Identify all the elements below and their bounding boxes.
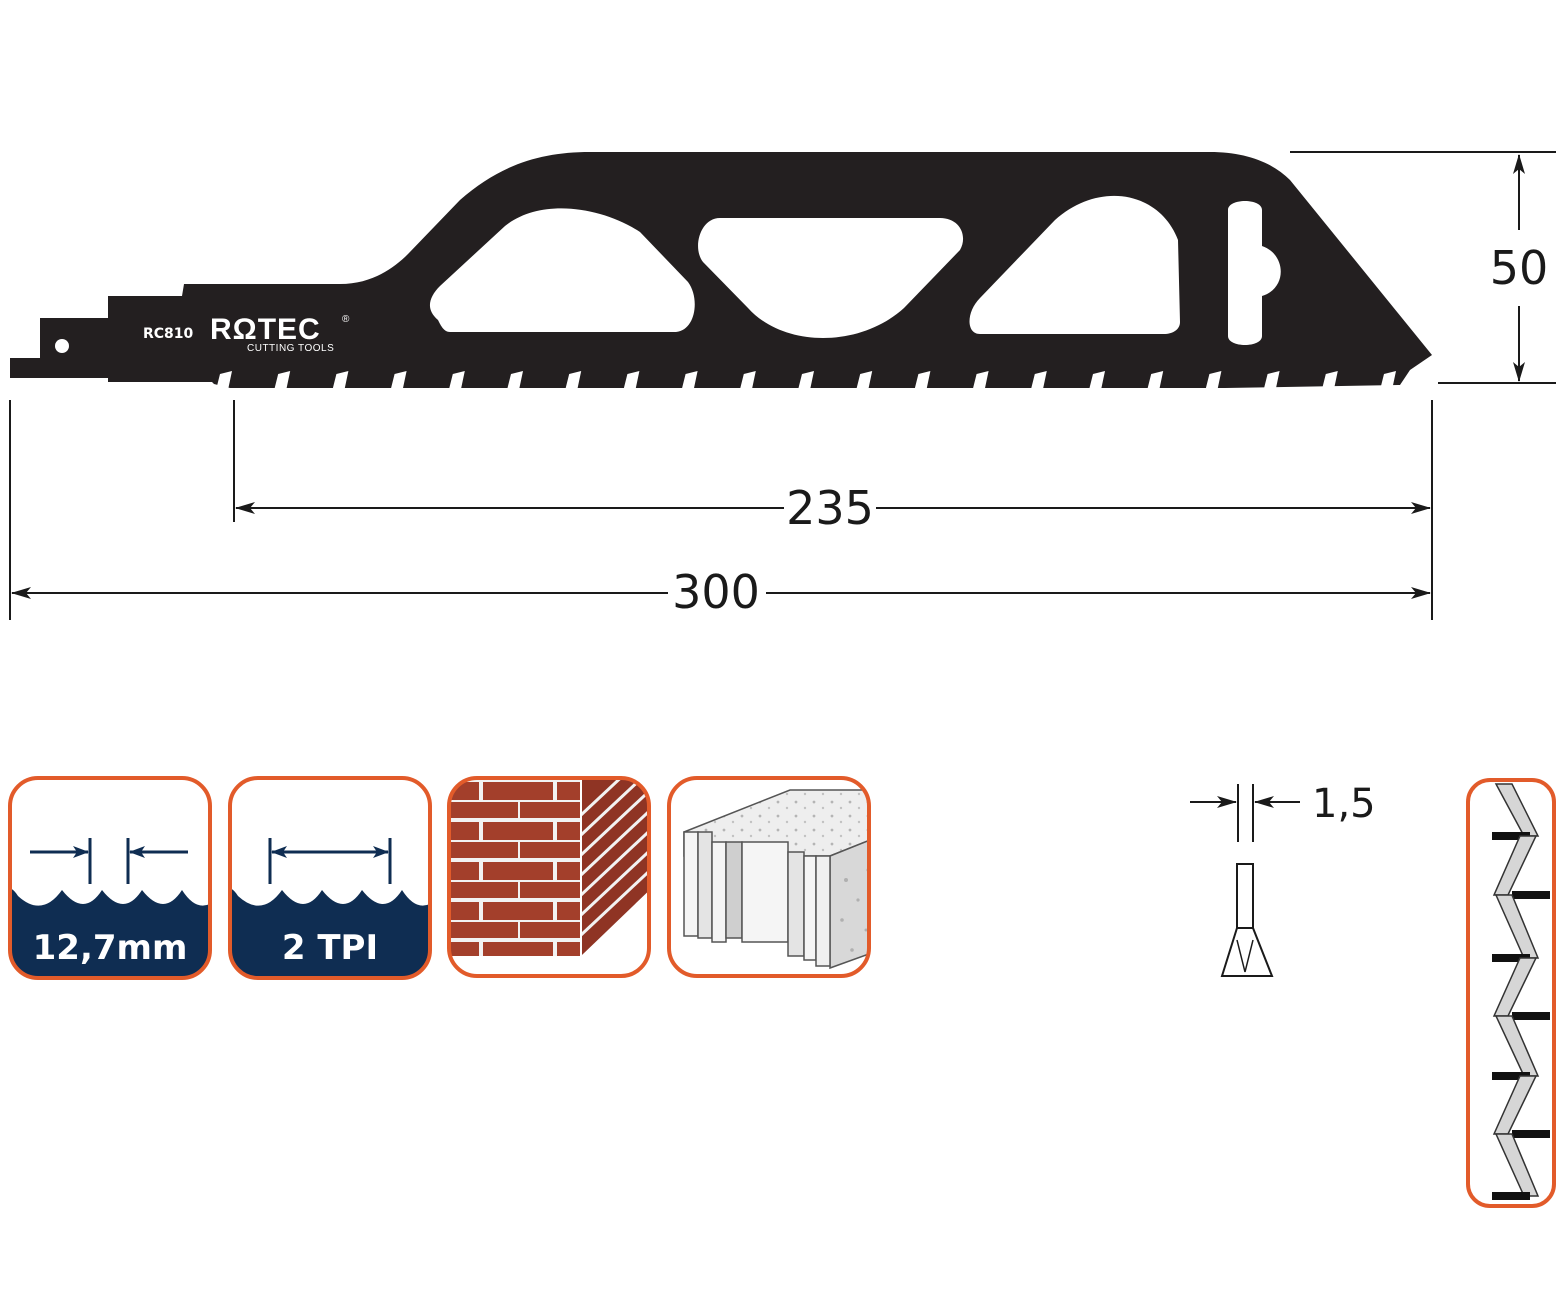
- blade-tooth-gap: [739, 371, 756, 390]
- blade-tooth-gap: [681, 371, 698, 390]
- total-length-dimension: 300: [11, 565, 1431, 619]
- blade-tooth-gap: [856, 371, 873, 390]
- mounting-hole: [55, 339, 69, 353]
- cutting-length-dimension: 235: [235, 481, 1431, 535]
- blade-cutout-left: [429, 208, 695, 332]
- blade-cutout-right: [969, 195, 1180, 334]
- blade-teeth: [216, 371, 1396, 390]
- blade-tooth-gap: [565, 371, 582, 390]
- brand-subtitle: CUTTING TOOLS: [247, 343, 334, 354]
- blade-tooth-gap: [1205, 371, 1222, 390]
- tooth-set-tip: [1492, 1192, 1530, 1200]
- tooth-set-segment: [1494, 1133, 1540, 1197]
- saw-blade: RC810 RΩTEC ® CUTTING TOOLS: [10, 152, 1432, 390]
- blade-tooth-gap: [216, 371, 232, 390]
- blade-tooth-gap: [1089, 371, 1105, 390]
- brand-name: RΩTEC: [210, 313, 321, 346]
- tooth-set-tip: [1512, 1012, 1550, 1020]
- brand-registered: ®: [342, 314, 350, 325]
- height-value: 50: [1490, 241, 1549, 295]
- tooth-set-tip: [1492, 1072, 1530, 1080]
- blade-tooth-gap: [1147, 371, 1164, 390]
- blade-tooth-gap: [1380, 371, 1396, 390]
- cutting-length-value: 235: [786, 481, 874, 535]
- blade-cutout-center: [698, 218, 964, 338]
- brand-logo: RΩTEC ® CUTTING TOOLS: [210, 313, 350, 354]
- blade-tooth-gap: [798, 371, 814, 390]
- blade-tooth-gap: [390, 371, 407, 390]
- thickness-dimension: 1,5: [1190, 781, 1376, 842]
- tooth-set-tip: [1512, 1130, 1550, 1138]
- blade-tooth-gap: [1321, 371, 1338, 390]
- blade-slot: [1228, 201, 1281, 345]
- tooth-set-icon: [1466, 778, 1556, 1208]
- tooth-set-tip: [1512, 891, 1550, 899]
- tooth-set-tip: [1492, 954, 1530, 962]
- blade-code: RC810: [143, 326, 194, 342]
- blade-tooth-gap: [623, 371, 640, 390]
- tooth-pitch-label: 12,7mm: [33, 928, 188, 968]
- tpi-icon: 2 TPI: [228, 776, 432, 980]
- blade-tooth-gap: [507, 371, 523, 390]
- blade-cross-section-icon: [1220, 863, 1274, 977]
- blade-tooth-gap: [1030, 371, 1047, 390]
- blade-tooth-gap: [332, 371, 349, 390]
- dimension-lines: [9, 151, 1556, 620]
- blade-tooth-gap: [972, 371, 989, 390]
- tooth-pitch-icon: 12,7mm: [8, 776, 212, 980]
- aerated-concrete-block-icon: [667, 776, 871, 978]
- tooth-set-tip: [1492, 832, 1530, 840]
- height-dimension: 50: [1490, 154, 1549, 382]
- tooth-set-segment: [1494, 783, 1540, 837]
- blade-tooth-gap: [914, 371, 931, 390]
- thickness-value: 1,5: [1312, 781, 1376, 827]
- brick-wall-icon: [447, 776, 651, 978]
- blade-tooth-gap: [448, 371, 465, 390]
- tpi-label: 2 TPI: [282, 928, 378, 968]
- tooth-set-segment: [1494, 894, 1540, 959]
- blade-tooth-gap: [274, 371, 291, 390]
- tooth-set-segment: [1494, 1015, 1540, 1077]
- blade-tooth-gap: [1263, 371, 1280, 390]
- total-length-value: 300: [672, 565, 760, 619]
